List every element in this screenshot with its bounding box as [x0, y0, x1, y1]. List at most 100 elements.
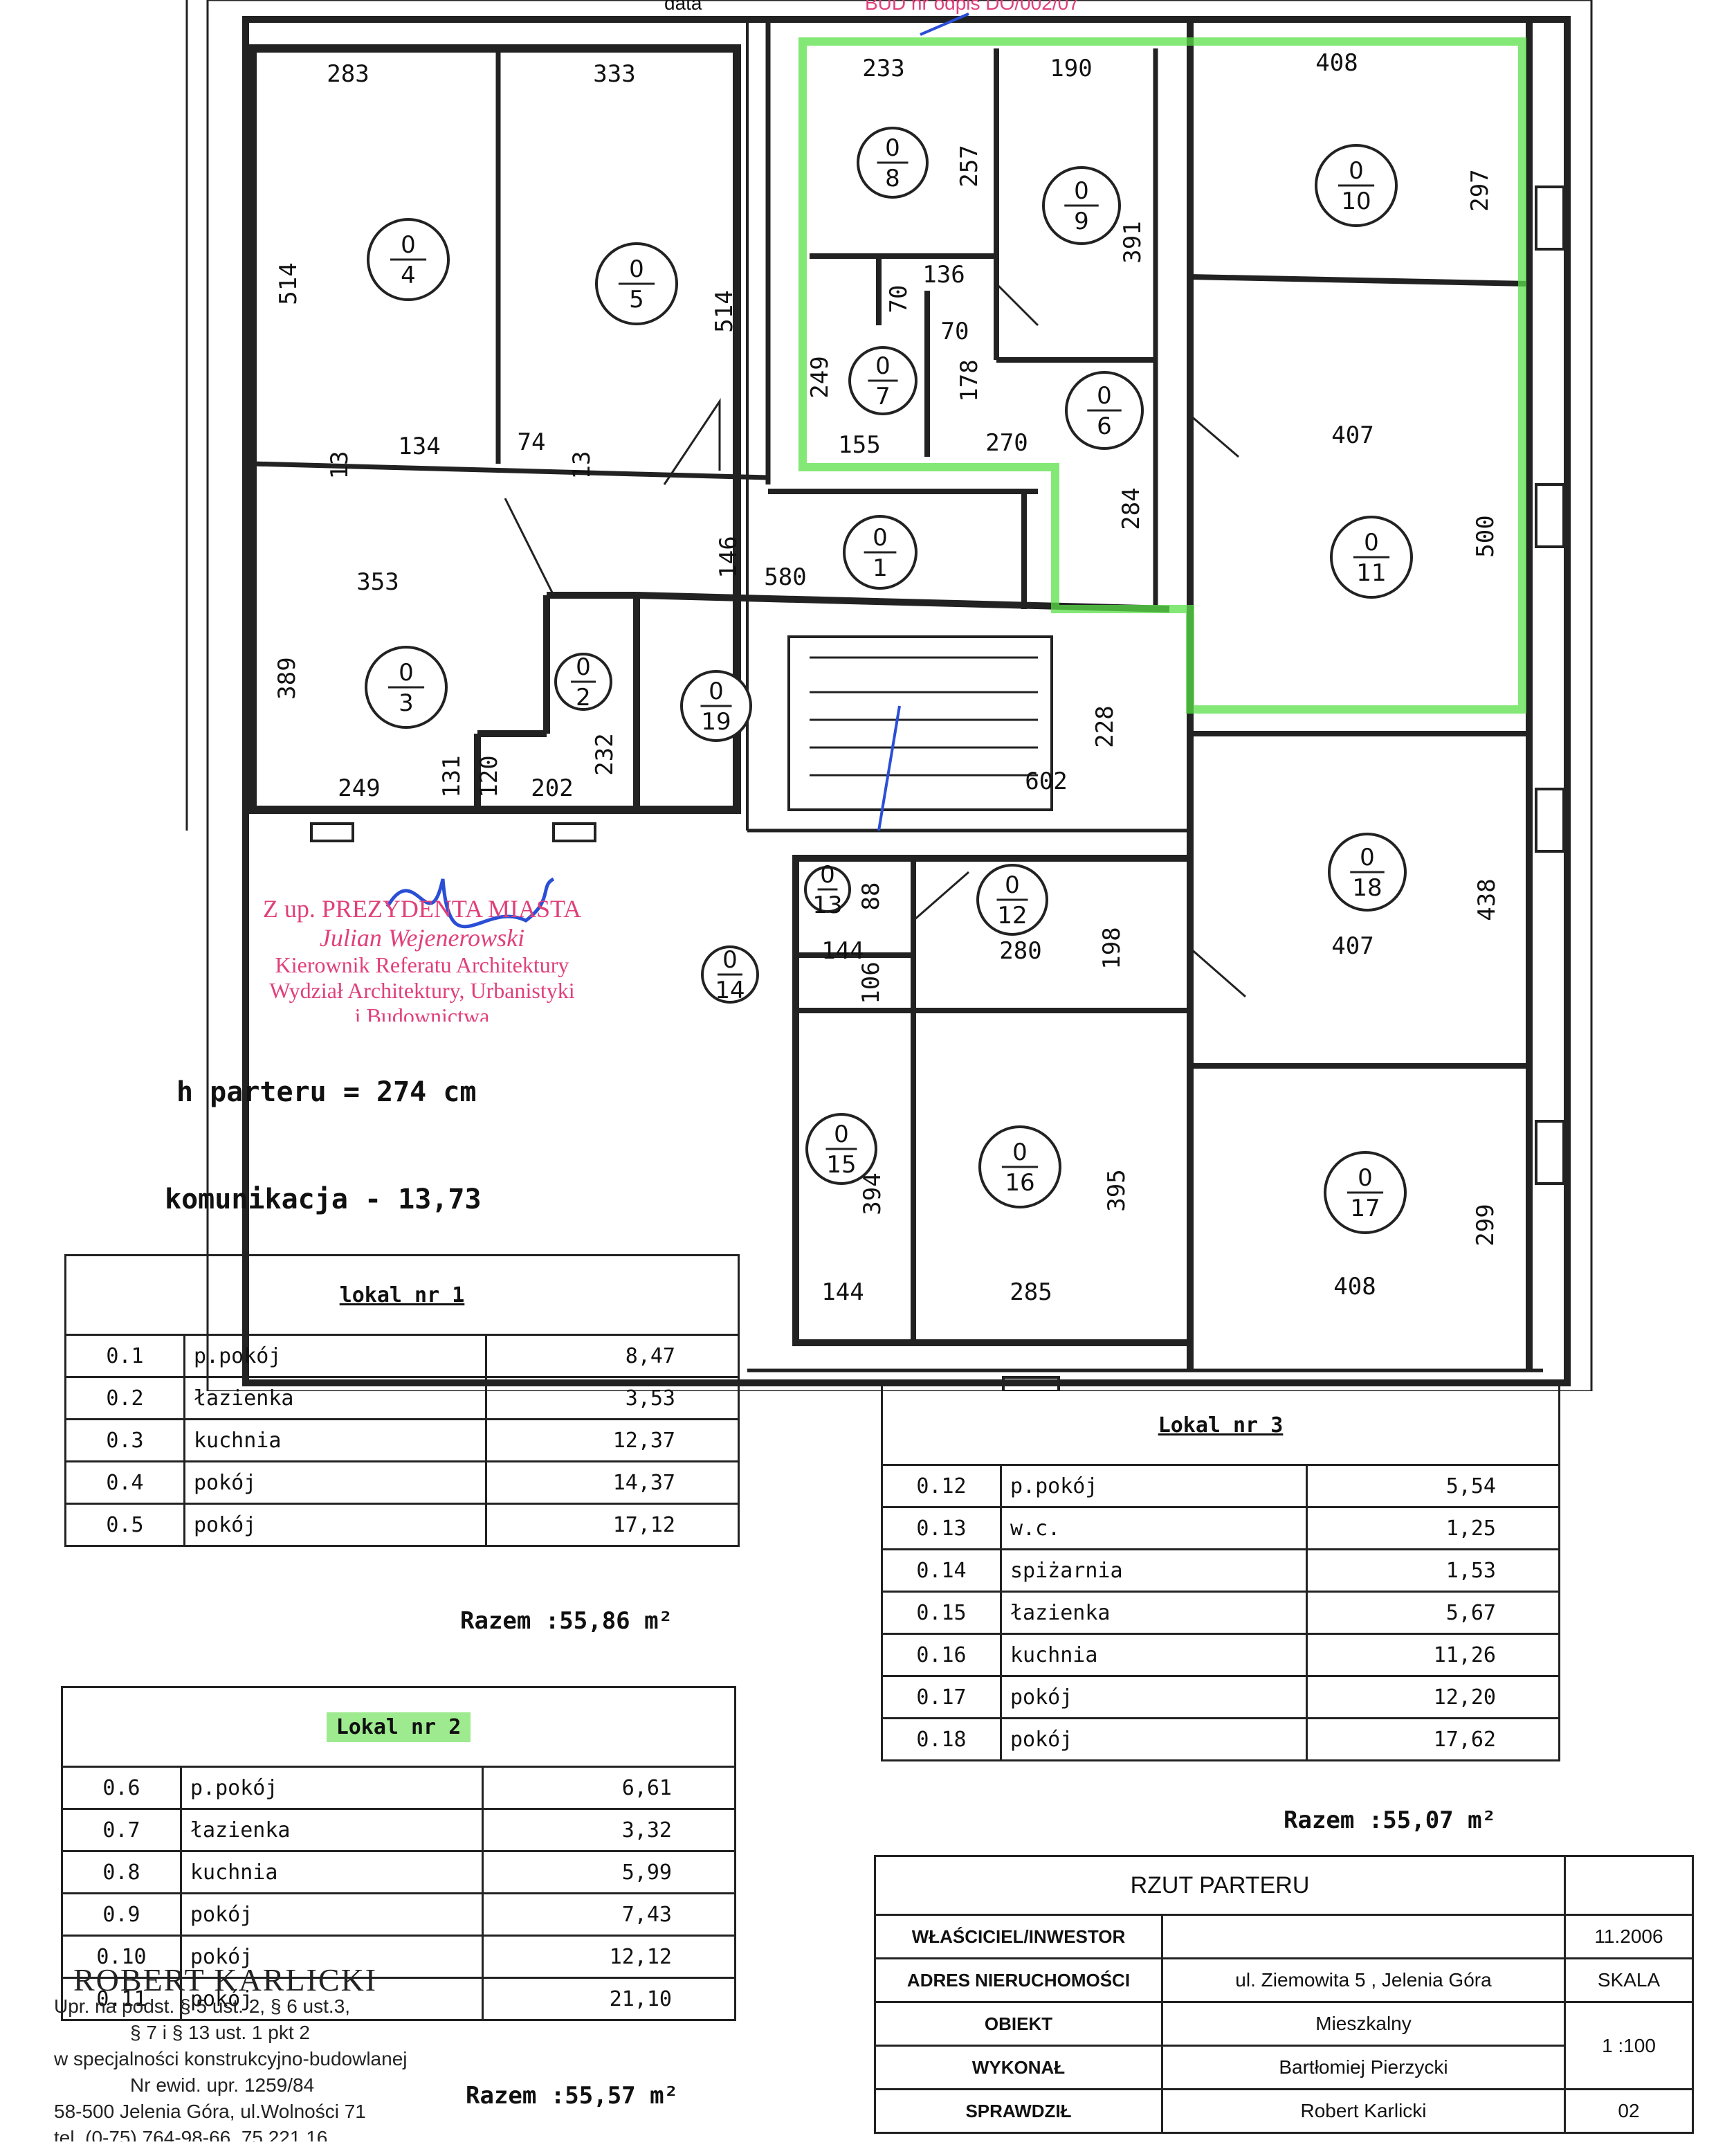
dimension-label: 407	[1331, 422, 1373, 449]
room-marker: 017	[1324, 1151, 1407, 1234]
room-name: kuchnia	[1000, 1633, 1308, 1677]
room-floor: 0	[401, 231, 416, 259]
dimension-label: 136	[922, 261, 965, 289]
room-name: p.pokój	[183, 1334, 487, 1378]
dimension-label: 408	[1333, 1273, 1376, 1301]
room-name: łazienka	[183, 1376, 487, 1420]
room-marker: 08	[857, 127, 929, 199]
room-floor: 0	[576, 653, 591, 681]
room-name: kuchnia	[180, 1850, 484, 1894]
dimension-label: 249	[338, 774, 380, 802]
room-marker: 013	[804, 861, 851, 919]
room-name: pokój	[183, 1460, 487, 1505]
dimension-label: 70	[885, 285, 913, 314]
room-number-label: 18	[1352, 874, 1382, 902]
room-floor: 0	[1074, 177, 1089, 205]
dimension-label: 500	[1472, 515, 1499, 557]
room-floor: 0	[709, 678, 724, 705]
room-marker: 03	[365, 646, 448, 729]
room-name: p.pokój	[1000, 1464, 1308, 1508]
dimension-label: 134	[398, 433, 440, 460]
room-number-label: 16	[1005, 1169, 1034, 1197]
dimension-label: 394	[859, 1172, 886, 1215]
room-area: 6,61	[482, 1766, 736, 1810]
scale-label: SKALA	[1564, 1957, 1694, 2003]
room-name: pokój	[180, 1977, 484, 2021]
room-area: 21,10	[482, 1977, 736, 2021]
made-label: WYKONAŁ	[874, 2045, 1163, 2090]
room-marker: 04	[367, 218, 450, 301]
made-value: Bartłomiej Pierzycki	[1161, 2045, 1566, 2090]
dimension-label: 408	[1315, 49, 1358, 77]
room-number: 0.11	[61, 1977, 182, 2021]
lokal2-title: Lokal nr 2	[61, 1686, 736, 1768]
top-cut-right: BUD nr odpis DO/002/07	[865, 0, 1079, 14]
room-marker: 011	[1330, 516, 1413, 599]
dimension-label: 580	[764, 563, 806, 591]
dimension-label: 233	[862, 55, 904, 82]
lokal2-highlight	[798, 37, 1526, 714]
room-area: 5,54	[1306, 1464, 1560, 1508]
room-area: 3,32	[482, 1808, 736, 1852]
room-marker: 016	[978, 1125, 1061, 1208]
dimension-label: 249	[806, 356, 834, 398]
dimension-label: 232	[591, 733, 619, 775]
room-number-label: 11	[1356, 559, 1386, 587]
dimension-label: 283	[327, 60, 369, 88]
lokal2-total: Razem :55,57 m²	[466, 2082, 679, 2110]
dimension-label: 70	[941, 318, 969, 345]
room-area: 17,12	[485, 1503, 740, 1547]
author-name: ROBERT KARLICKI	[73, 1962, 378, 1998]
room-number: 0.15	[881, 1591, 1002, 1635]
room-area: 5,67	[1306, 1591, 1560, 1635]
room-name: pokój	[183, 1503, 487, 1547]
floor-height: h parteru = 274 cm	[176, 1076, 477, 1108]
room-marker: 015	[805, 1113, 877, 1185]
room-number: 0.3	[64, 1418, 185, 1462]
dimension-label: 146	[715, 536, 742, 578]
dimension-label: 391	[1119, 221, 1147, 263]
lokal1-title: lokal nr 1	[64, 1254, 740, 1336]
room-area: 12,37	[485, 1418, 740, 1462]
dimension-label: 514	[275, 262, 302, 305]
room-number-label: 1	[873, 554, 888, 582]
window	[1535, 483, 1565, 548]
room-floor: 0	[1364, 529, 1379, 556]
dimension-label: 131	[438, 755, 466, 797]
dimension-label: 257	[956, 145, 983, 187]
room-name: w.c.	[1000, 1506, 1308, 1550]
scale-value: 1 :100	[1564, 2001, 1694, 2090]
lokal1-total: Razem :55,86 m²	[460, 1607, 673, 1635]
dimension-label: 438	[1473, 878, 1501, 921]
signature-icon	[385, 877, 555, 929]
room-floor: 0	[875, 352, 891, 380]
room-number-label: 10	[1341, 188, 1371, 215]
room-name: łazienka	[180, 1808, 484, 1852]
room-marker: 019	[680, 670, 752, 742]
dimension-label: 407	[1331, 932, 1373, 960]
dimension-label: 120	[475, 755, 503, 797]
room-number: 0.12	[881, 1464, 1002, 1508]
room-number: 0.5	[64, 1503, 185, 1547]
stamp-line1: Z up. PREZYDENTA MIASTA	[262, 895, 582, 923]
dimension-label: 144	[821, 937, 864, 965]
room-number: 0.17	[881, 1675, 1002, 1719]
room-number-label: 4	[401, 262, 416, 289]
room-area: 17,62	[1306, 1717, 1560, 1761]
dimension-label: 13	[326, 451, 354, 480]
room-number-label: 6	[1097, 413, 1112, 440]
owner-value	[1161, 1914, 1566, 1959]
stamp-line2: Julian Wejenerowski	[319, 924, 525, 952]
room-area: 12,12	[482, 1935, 736, 1979]
room-floor: 0	[1097, 382, 1112, 410]
room-number: 0.14	[881, 1548, 1002, 1593]
